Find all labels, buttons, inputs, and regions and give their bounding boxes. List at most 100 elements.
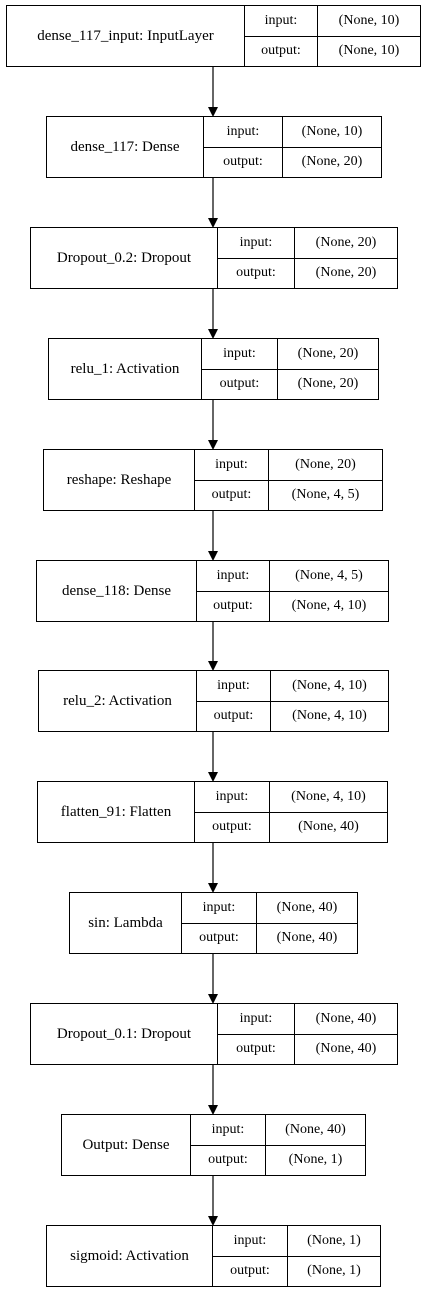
output-row: output: (None, 20) [202, 368, 378, 399]
output-label: output: [218, 1034, 295, 1064]
output-label: output: [195, 480, 269, 510]
layer-io-table: input: (None, 40) output:(None, 1) [191, 1115, 365, 1175]
output-shape: (None, 20) [297, 376, 359, 392]
layer-name: flatten_91: Flatten [38, 782, 195, 842]
layer-io-table: input:(None, 1)output: (None, 1) [213, 1226, 380, 1286]
layer-name: sin: Lambda [70, 893, 182, 953]
output-row: output:(None, 40) [195, 811, 387, 842]
output-label: output: [202, 369, 278, 399]
layer-io-table: input: (None, 10) output: (None, 20) [204, 117, 381, 177]
output-shape: (None, 40) [315, 1041, 377, 1057]
input-label: input: [191, 1115, 266, 1145]
input-row: input: (None, 4, 5) [197, 561, 388, 591]
input-row: input: (None, 40) [191, 1115, 365, 1145]
input-row: input:(None, 1) [213, 1226, 380, 1256]
input-shape: (None, 20) [297, 345, 359, 361]
input-label: input: [218, 228, 295, 258]
output-shape: (None, 1) [307, 1263, 361, 1279]
input-label: input: [204, 117, 283, 147]
layer-name: relu_2: Activation [39, 671, 197, 731]
layer-io-table: input: (None, 20) output: (None, 20) [218, 228, 397, 288]
input-shape: (None, 40) [276, 899, 338, 915]
input-row: input: (None, 10) [204, 117, 381, 147]
output-shape: (None, 20) [301, 154, 363, 170]
output-row: output: (None, 4, 5) [195, 479, 382, 510]
input-shape: (None, 4, 10) [292, 677, 367, 693]
layer-name: dense_117: Dense [47, 117, 204, 177]
input-shape: (None, 4, 5) [295, 567, 363, 583]
input-shape: (None, 20) [295, 456, 356, 472]
input-shape: (None, 10) [338, 12, 400, 28]
input-label: input: [195, 450, 269, 480]
input-label: input: [218, 1004, 295, 1034]
output-label: output: [197, 591, 270, 621]
input-row: input: (None, 20) [218, 228, 397, 258]
output-label: output: [218, 258, 295, 288]
layer-name: dense_118: Dense [37, 561, 197, 621]
input-label: input: [202, 339, 278, 369]
layer-io-table: input: (None, 4, 10) output:(None, 40) [195, 782, 387, 842]
layer-io-table: input: (None, 4, 5) output: (None, 4, 10) [197, 561, 388, 621]
layer-name: Dropout_0.2: Dropout [31, 228, 218, 288]
input-label: input: [195, 782, 270, 812]
input-shape: (None, 1) [307, 1232, 361, 1248]
layer-io-table: input: (None, 40) output:(None, 40) [182, 893, 357, 953]
layer-io-table: input: (None, 20) output: (None, 4, 5) [195, 450, 382, 510]
layer-name: dense_117_input: InputLayer [7, 6, 245, 66]
input-row: input:(None, 4, 10) [197, 671, 388, 701]
output-row: output: (None, 1) [213, 1255, 380, 1286]
output-shape: (None, 20) [315, 265, 377, 281]
input-shape: (None, 10) [301, 123, 363, 139]
layer-name: sigmoid: Activation [47, 1226, 213, 1286]
output-label: output: [204, 147, 283, 177]
input-label: input: [197, 561, 270, 591]
output-label: output: [182, 923, 257, 953]
input-row: input: (None, 10) [245, 6, 420, 36]
input-row: input: (None, 40) [182, 893, 357, 923]
input-shape: (None, 4, 10) [291, 788, 366, 804]
output-row: output:(None, 40) [182, 922, 357, 953]
output-shape: (None, 4, 10) [291, 598, 367, 614]
layer-io-table: input:(None, 4, 10)output: (None, 4, 10) [197, 671, 388, 731]
layer-io-table: input: (None, 10) output: (None, 10) [245, 6, 420, 66]
input-label: input: [245, 6, 318, 36]
output-row: output: (None, 4, 10) [197, 700, 388, 731]
input-row: input: (None, 40) [218, 1004, 397, 1034]
output-row: output: (None, 20) [218, 257, 397, 288]
input-shape: (None, 40) [285, 1121, 346, 1137]
output-shape: (None, 10) [338, 43, 400, 59]
output-row: output: (None, 10) [245, 35, 420, 66]
layer-io-table: input: (None, 20) output: (None, 20) [202, 339, 378, 399]
output-label: output: [213, 1256, 288, 1286]
layer-name: Output: Dense [62, 1115, 191, 1175]
output-label: output: [191, 1145, 266, 1175]
output-label: output: [197, 701, 271, 731]
output-label: output: [245, 36, 318, 66]
output-row: output: (None, 4, 10) [197, 590, 388, 621]
input-shape: (None, 20) [315, 234, 377, 250]
input-shape: (None, 40) [315, 1010, 377, 1026]
layer-io-table: input: (None, 40) output: (None, 40) [218, 1004, 397, 1064]
layer-name: relu_1: Activation [49, 339, 202, 399]
output-shape: (None, 4, 10) [292, 708, 367, 724]
input-row: input: (None, 20) [202, 339, 378, 369]
output-label: output: [195, 812, 270, 842]
output-row: output:(None, 1) [191, 1144, 365, 1175]
output-row: output: (None, 20) [204, 146, 381, 177]
input-label: input: [182, 893, 257, 923]
output-shape: (None, 4, 5) [291, 487, 360, 503]
layer-name: Dropout_0.1: Dropout [31, 1004, 218, 1064]
